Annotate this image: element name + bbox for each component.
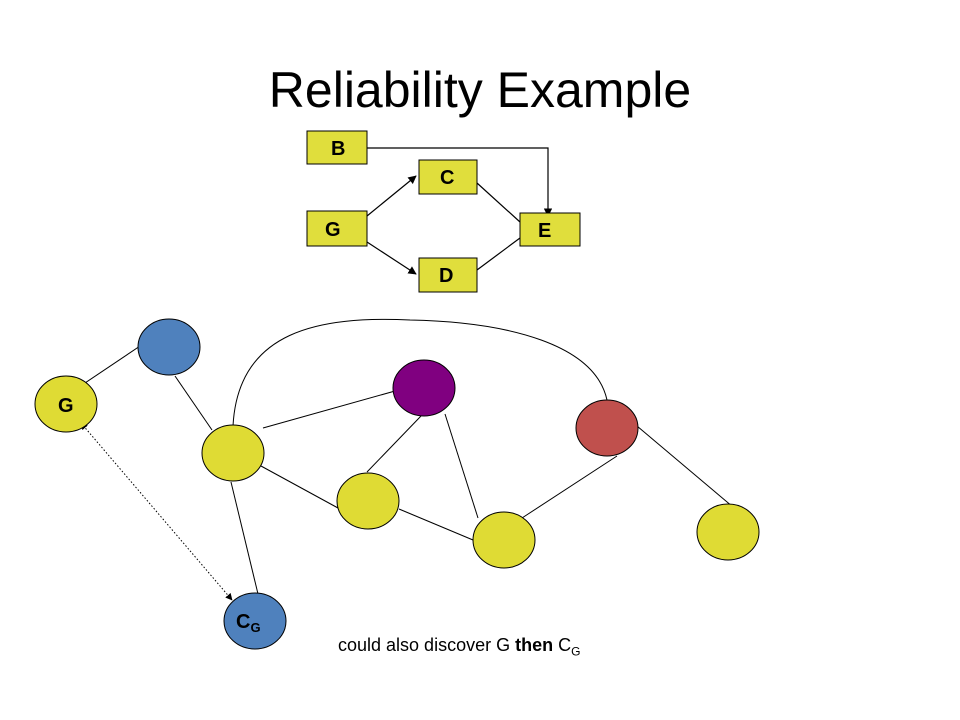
caption-subscript: G <box>571 644 581 659</box>
node-yellow-1 <box>201 424 265 482</box>
node-g-label: G <box>58 395 74 417</box>
box-g-label: G <box>325 219 341 241</box>
box-d-label: D <box>439 265 453 287</box>
box-c-label: C <box>440 167 454 189</box>
edge-d-to-e <box>476 237 521 271</box>
box-b-label: B <box>331 138 345 160</box>
edge-c-to-e <box>476 182 521 223</box>
edge-yellow1-yellow2 <box>260 465 339 509</box>
caption-bold: then <box>515 635 554 655</box>
edge-purple-yellow3 <box>444 413 479 519</box>
dependency-graph: B C G E D <box>306 130 581 293</box>
edge-g-to-c <box>366 175 417 217</box>
edge-g-bluetop <box>81 341 147 386</box>
edge-yellow3-red <box>521 455 618 519</box>
node-yellow-2 <box>336 472 400 530</box>
box-b: B <box>306 130 368 165</box>
caption: could also discover G then CG <box>338 635 580 659</box>
node-cg: CG <box>223 592 287 650</box>
edge-g-cg-dotted <box>80 422 233 601</box>
node-red <box>575 399 639 457</box>
box-e-label: E <box>538 220 551 242</box>
caption-prefix: could also discover G <box>338 635 516 655</box>
node-cg-label-sub: G <box>250 620 260 635</box>
box-g: G <box>306 210 368 247</box>
box-c: C <box>418 159 478 195</box>
edge-yellow1-purple <box>262 390 396 429</box>
edge-b-to-e <box>367 147 553 217</box>
network-graph: G CG <box>34 318 760 650</box>
box-e: E <box>519 212 581 247</box>
slide-title: Reliability Example <box>268 62 692 118</box>
edge-purple-yellow2 <box>366 415 422 473</box>
node-cg-label: CG <box>236 611 261 635</box>
node-yellow-3 <box>472 511 536 569</box>
node-cg-label-main: C <box>236 611 250 633</box>
edge-red-yellow4 <box>636 425 734 508</box>
node-blue-top <box>137 318 201 376</box>
node-purple <box>392 359 456 417</box>
edge-yellow1-cg <box>230 481 259 595</box>
node-yellow-4 <box>696 503 760 561</box>
caption-suffix: C <box>553 635 572 655</box>
node-g: G <box>34 375 98 433</box>
edge-g-to-d <box>366 241 417 275</box>
edge-yellow2-yellow3 <box>398 508 474 541</box>
edge-bluetop-yellow1 <box>174 375 213 431</box>
box-d: D <box>418 257 478 293</box>
edge-arc-yellow1-red <box>232 318 608 427</box>
